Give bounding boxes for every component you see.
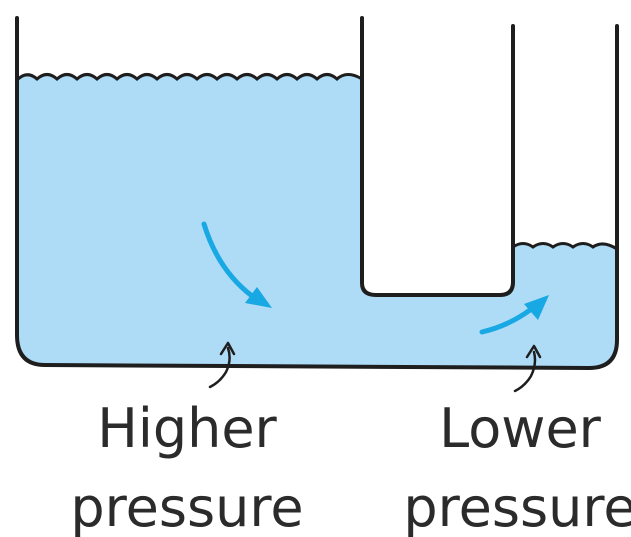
higher-pressure-label-line2: pressure xyxy=(70,476,303,537)
partition-wall xyxy=(360,16,515,297)
right-water-surface xyxy=(511,242,619,251)
lower-pressure-pointer-head xyxy=(525,344,542,359)
flow-arrow-down xyxy=(201,221,255,299)
higher-pressure-label-line1: Higher xyxy=(97,397,277,460)
higher-pressure-pointer-head xyxy=(219,341,236,356)
container-outline xyxy=(15,16,619,370)
higher-pressure-pointer xyxy=(208,346,231,389)
lower-pressure-pointer xyxy=(513,350,537,393)
water-body xyxy=(17,74,617,368)
lower-pressure-label-line2: pressure xyxy=(403,476,631,537)
flow-arrow-down-head xyxy=(245,287,272,308)
lower-pressure-label-line1: Lower xyxy=(439,397,602,460)
flow-arrow-up xyxy=(479,307,533,335)
flow-arrow-up-head xyxy=(524,295,549,320)
left-water-surface xyxy=(15,73,364,82)
